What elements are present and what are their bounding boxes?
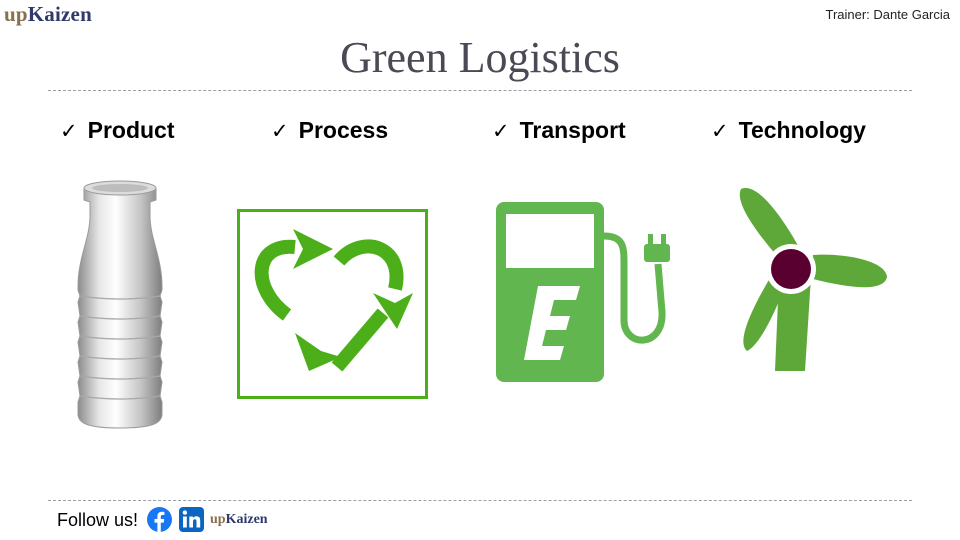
check-icon: ✓: [271, 120, 289, 143]
heading-product: ✓ Product: [60, 117, 175, 144]
trainer-label: Trainer: Dante Garcia: [825, 7, 950, 22]
heading-process: ✓ Process: [271, 117, 388, 144]
heading-label: Process: [298, 117, 389, 143]
ev-charger-icon: [496, 202, 670, 382]
heading-label: Product: [87, 117, 175, 143]
bottom-divider: [48, 500, 912, 501]
facebook-icon[interactable]: [147, 507, 172, 532]
brand-logo: upKaizen: [4, 2, 92, 26]
wind-turbine-icon: [739, 188, 887, 371]
heading-label: Technology: [738, 117, 866, 143]
heading-transport: ✓ Transport: [492, 117, 626, 144]
top-divider: [48, 90, 912, 91]
check-icon: ✓: [711, 120, 729, 143]
bottle-icon: [77, 180, 163, 429]
check-icon: ✓: [60, 120, 78, 143]
linkedin-icon[interactable]: [179, 507, 204, 532]
recycle-heart-icon: [237, 209, 428, 399]
footer-brand-logo[interactable]: upKaizen: [210, 512, 268, 527]
follow-us-label: Follow us!: [57, 510, 139, 530]
slide-title: Green Logistics: [340, 33, 620, 82]
check-icon: ✓: [492, 120, 510, 143]
heading-technology: ✓ Technology: [711, 117, 866, 144]
heading-label: Transport: [519, 117, 626, 143]
